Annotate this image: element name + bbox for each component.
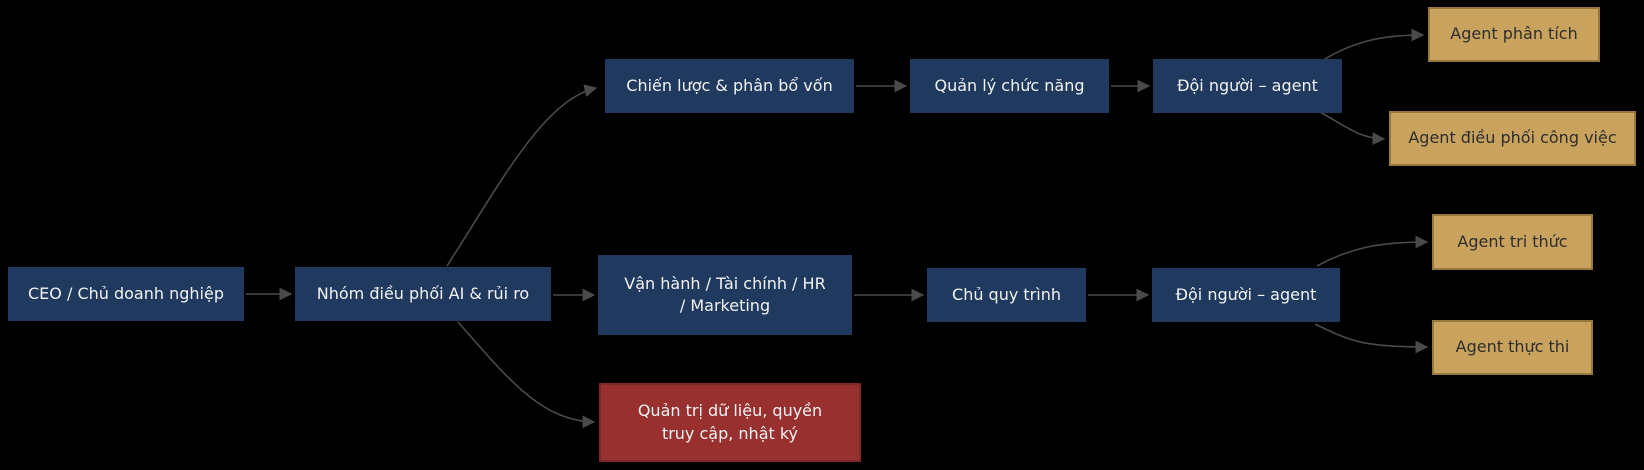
- node-agent-execution: Agent thực thi: [1432, 320, 1593, 375]
- node-agent-knowledge: Agent tri thức: [1432, 214, 1593, 270]
- node-agent-orchestration: Agent điều phối công việc: [1389, 111, 1636, 166]
- node-agent-analysis: Agent phân tích: [1428, 7, 1600, 62]
- edge-ai-risk-group-to-strategy: [446, 84, 598, 267]
- edge-ai-risk-group-to-data-governance: [457, 321, 596, 429]
- node-ceo: CEO / Chủ doanh nghiệp: [8, 267, 244, 321]
- node-operations: Vận hành / Tài chính / HR / Marketing: [598, 255, 852, 335]
- node-strategy: Chiến lược & phân bổ vốn: [605, 59, 854, 113]
- node-human-agent-team-mid: Đội người – agent: [1152, 268, 1340, 322]
- edge-human-agent-team-top-to-agent-orchestration: [1317, 110, 1386, 145]
- edge-human-agent-team-mid-to-agent-execution: [1314, 323, 1429, 354]
- node-process-owner: Chủ quy trình: [927, 268, 1086, 322]
- node-human-agent-team-top: Đội người – agent: [1153, 59, 1342, 113]
- edge-human-agent-team-top-to-agent-analysis: [1319, 28, 1425, 63]
- node-function-management: Quản lý chức năng: [910, 59, 1109, 113]
- node-ai-risk-group: Nhóm điều phối AI & rủi ro: [295, 267, 551, 321]
- node-data-governance: Quản trị dữ liệu, quyền truy cập, nhật k…: [599, 383, 861, 462]
- edge-human-agent-team-mid-to-agent-knowledge: [1316, 235, 1429, 267]
